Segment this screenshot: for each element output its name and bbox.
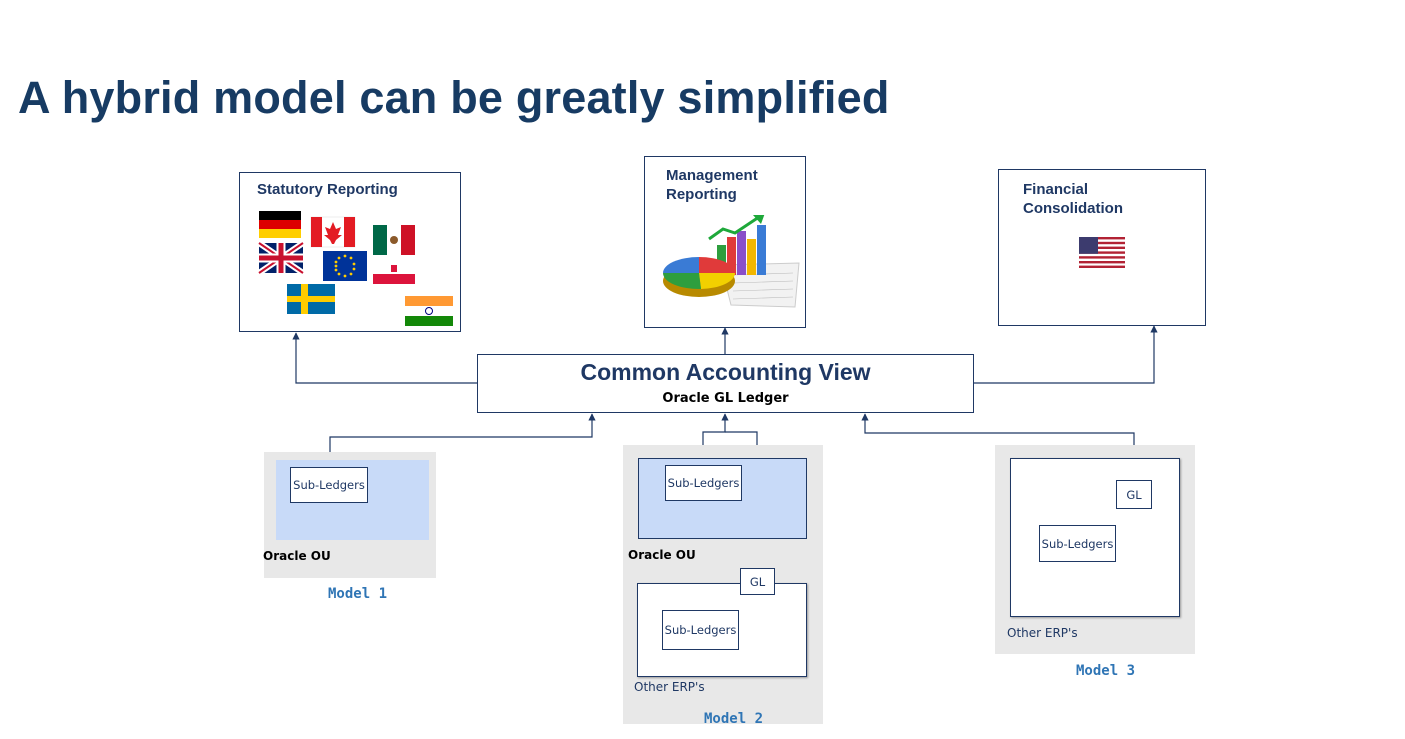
us-flag-icon [1079,237,1125,268]
model-3-sub-ledgers-box: Sub-Ledgers [1039,525,1116,562]
model-1-oracle-ou-label: Oracle OU [263,549,331,563]
arrow-to-consolidation [973,325,1158,384]
model-2-gl-box: GL [740,568,775,595]
page-title: A hybrid model can be greatly simplified [18,72,890,123]
model-3-gl-box: GL [1116,480,1152,509]
model-2-other-erp-label: Other ERP's [634,680,705,694]
management-reporting-title: Management Reporting [666,167,758,203]
financial-consolidation-title: Financial Consolidation [1023,181,1123,217]
model-3-label: Model 3 [1076,663,1136,679]
model-2-label: Model 2 [704,711,764,727]
model-3-other-erp-label: Other ERP's [1007,626,1078,640]
common-accounting-view-title: Common Accounting View [580,359,871,385]
model-1-label: Model 1 [328,586,388,602]
model-2-erp-sub-ledgers-box: Sub-Ledgers [662,610,739,650]
financial-consolidation-box: Financial Consolidation [998,169,1206,326]
model-1-sub-ledgers-box: Sub-Ledgers [290,467,368,503]
arrow-to-statutory [292,332,478,384]
model-2-oracle-ou-label: Oracle OU [628,548,696,562]
statutory-reporting-box: Statutory Reporting [239,172,461,332]
model-2-sub-ledgers-box: Sub-Ledgers [665,465,742,501]
management-reporting-box: Management Reporting [644,156,806,328]
charts-icon [662,215,800,308]
common-accounting-view-box: Common Accounting View Oracle GL Ledger [477,354,974,413]
country-flags-icon [257,211,453,326]
oracle-gl-ledger-label: Oracle GL Ledger [662,391,789,406]
statutory-reporting-title: Statutory Reporting [257,181,398,198]
